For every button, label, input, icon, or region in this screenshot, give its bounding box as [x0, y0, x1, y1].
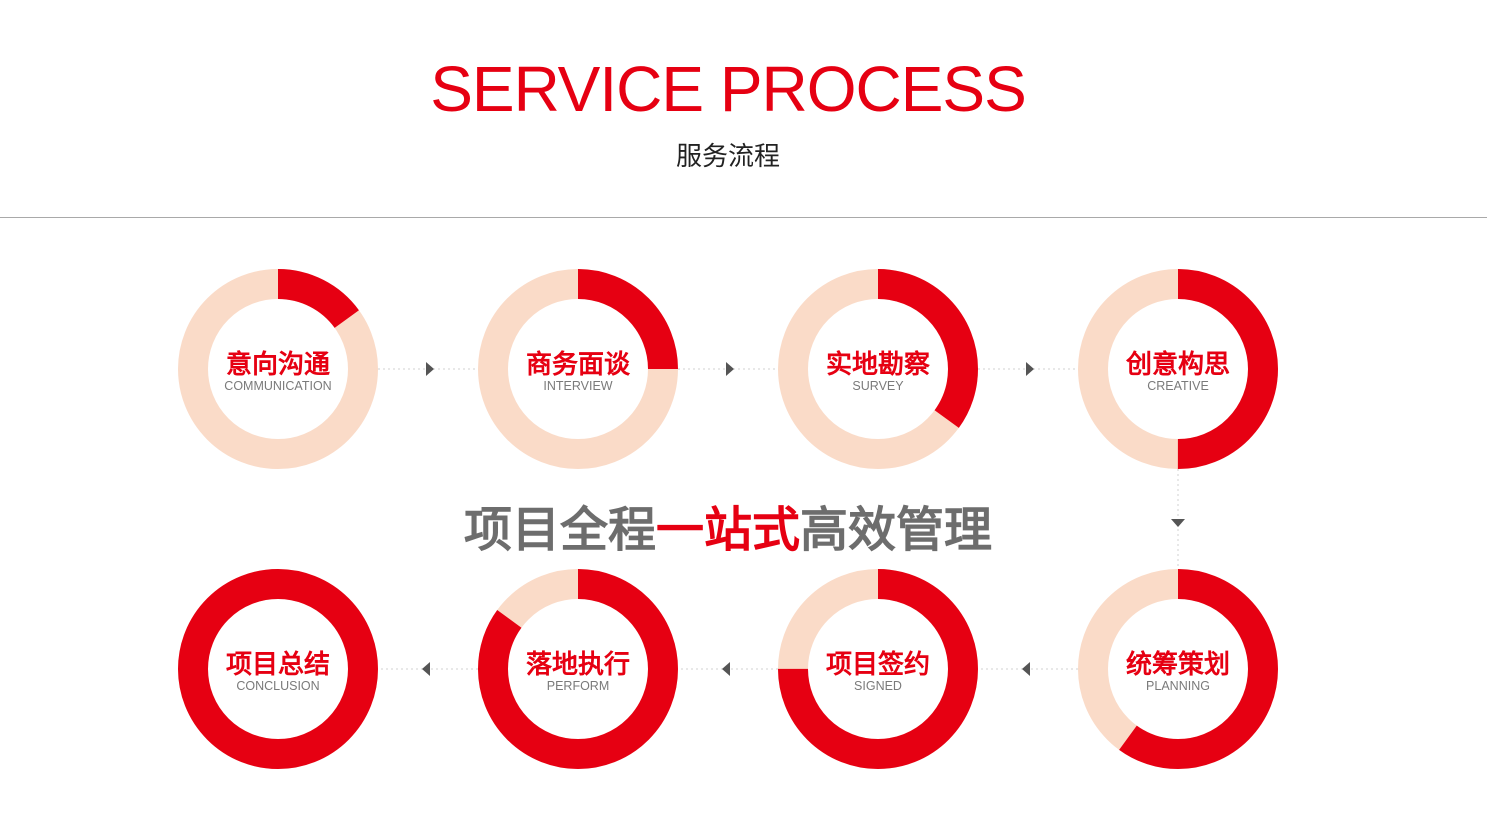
step-title: 统筹策划 [1126, 649, 1230, 680]
ring-progress [778, 569, 978, 769]
step-title: 落地执行 [526, 649, 630, 680]
ring-progress [1078, 569, 1278, 769]
step-title: 意向沟通 [226, 349, 330, 380]
arrow-left-icon [722, 662, 730, 676]
page-title: SERVICE PROCESS [430, 53, 1027, 125]
slogan-highlight: 一站式 [655, 502, 800, 558]
step-subtitle: SURVEY [852, 379, 904, 393]
step-title: 项目签约 [826, 649, 930, 680]
step-title: 实地勘察 [826, 349, 931, 380]
slogan-after: 高效管理 [800, 502, 993, 558]
step-title: 创意构思 [1125, 349, 1230, 380]
arrow-right-icon [726, 362, 734, 376]
connector-2-3 [678, 362, 778, 376]
ring-progress [778, 269, 978, 469]
step-title: 商务面谈 [526, 349, 631, 380]
arrow-left-icon [1022, 662, 1030, 676]
slogan: 项目全程一站式高效管理 [0, 490, 1456, 560]
connector-6-7 [678, 662, 778, 676]
step-subtitle: CONCLUSION [236, 679, 319, 693]
ring-progress [178, 269, 378, 469]
slogan-before: 项目全程 [463, 502, 656, 558]
ring-progress [478, 269, 678, 469]
connector-1-2 [378, 362, 478, 376]
connector-7-8 [378, 662, 478, 676]
connector-4-5 [1171, 469, 1185, 569]
step-subtitle: SIGNED [854, 679, 902, 693]
ring-progress [178, 569, 378, 769]
step-subtitle: PERFORM [547, 679, 610, 693]
header-divider [0, 217, 1487, 218]
step-subtitle: INTERVIEW [543, 379, 612, 393]
connector-5-6 [978, 662, 1078, 676]
arrow-down-icon [1171, 519, 1185, 527]
page-subtitle: 服务流程 [675, 142, 780, 172]
connector-3-4 [978, 362, 1078, 376]
arrow-right-icon [1026, 362, 1034, 376]
ring-progress [478, 569, 678, 769]
step-subtitle: PLANNING [1146, 679, 1210, 693]
arrow-right-icon [426, 362, 434, 376]
connectors [378, 362, 1185, 676]
arrow-left-icon [422, 662, 430, 676]
step-subtitle: COMMUNICATION [224, 379, 331, 393]
ring-progress [1078, 269, 1278, 469]
step-subtitle: CREATIVE [1147, 379, 1209, 393]
step-title: 项目总结 [226, 650, 330, 680]
